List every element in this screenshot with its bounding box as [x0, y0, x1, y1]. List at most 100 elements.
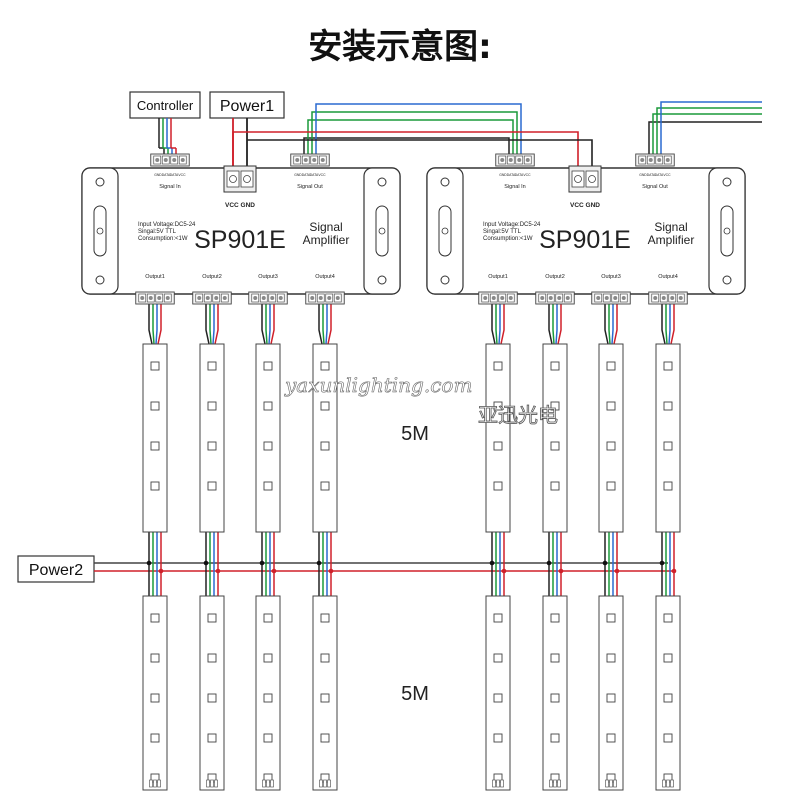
strip-length-top: 5M — [401, 423, 429, 445]
signal-out-wire — [652, 113, 762, 154]
daisy-chain-wire — [303, 137, 510, 154]
led-strip — [542, 595, 568, 791]
screw-hole-icon — [95, 177, 105, 187]
signal-out-connector — [635, 153, 675, 167]
led-chip-icon — [606, 441, 616, 451]
led-chip-icon — [493, 653, 503, 663]
spec-voltage: Input Voltage:DC5-24 — [138, 222, 196, 228]
spec-consumption: Consumption:<1W — [138, 236, 188, 242]
pin-label: GND — [154, 173, 162, 177]
screw-hole-icon — [377, 275, 387, 285]
led-strip — [142, 343, 168, 533]
output-connector-1 — [135, 291, 175, 305]
power2-box: Power2 — [17, 555, 95, 583]
junction-dot — [271, 568, 277, 574]
output-label-2: Output2 — [202, 274, 222, 280]
strip-end-pad — [492, 779, 496, 788]
strip-end-pad — [557, 779, 561, 788]
strip-end-pad — [153, 779, 157, 788]
vcc-gnd-label: VCC GND — [225, 202, 255, 209]
output-wire — [212, 304, 215, 345]
output-wire — [209, 304, 212, 345]
led-chip-icon — [207, 361, 217, 371]
output-wire — [318, 304, 323, 345]
amp-title-line1: Signal — [309, 220, 342, 234]
led-chip-icon — [663, 613, 673, 623]
pin-label: VCC — [318, 173, 326, 177]
output-connector-3 — [248, 291, 288, 305]
junction-dot — [671, 568, 677, 574]
strip-body — [142, 595, 168, 791]
strip-end-pad — [214, 779, 218, 788]
output-label-3: Output3 — [258, 274, 278, 280]
strip-body — [255, 343, 281, 533]
output-wire — [665, 304, 668, 345]
led-strip — [598, 343, 624, 533]
led-chip-icon — [150, 441, 160, 451]
strip-end-pad — [500, 779, 504, 788]
spec-voltage: Input Voltage:DC5-24 — [483, 222, 541, 228]
led-chip-icon — [606, 693, 616, 703]
output-label-4: Output4 — [315, 274, 335, 280]
strip-end-pad — [149, 779, 153, 788]
led-chip-icon — [263, 613, 273, 623]
junction-dot — [328, 568, 334, 574]
junction-dot — [146, 560, 152, 566]
led-chip-icon — [320, 613, 330, 623]
wires-layer — [94, 101, 762, 596]
strip-body — [655, 595, 681, 791]
junction-dot — [316, 560, 322, 566]
amp-title-line2: Amplifier — [303, 233, 350, 247]
output-connector-2 — [535, 291, 575, 305]
led-chip-icon — [150, 733, 160, 743]
led-strip — [598, 595, 624, 791]
led-chip-icon — [663, 733, 673, 743]
output-wire — [611, 304, 614, 345]
led-chip-icon — [493, 613, 503, 623]
spec-signal: Singal:5V TTL — [483, 229, 522, 235]
strip-end-pad — [210, 779, 214, 788]
led-chip-icon — [207, 693, 217, 703]
led-strip — [255, 343, 281, 533]
strip-body — [655, 343, 681, 533]
output-wire — [668, 304, 671, 345]
led-chip-icon — [493, 361, 503, 371]
led-chip-icon — [263, 441, 273, 451]
mounting-ear-left — [81, 167, 119, 295]
pin-label: VCC — [523, 173, 531, 177]
model-name: SP901E — [194, 226, 286, 254]
led-chip-icon — [263, 733, 273, 743]
output-wire — [498, 304, 501, 345]
strip-end-pad — [266, 779, 270, 788]
strip-end-pad — [206, 779, 210, 788]
led-chip-icon — [150, 401, 160, 411]
output-wire — [557, 304, 562, 345]
led-chip-icon — [663, 653, 673, 663]
screw-icon — [574, 175, 582, 183]
signal-out-label: Signal Out — [297, 184, 323, 190]
led-strip — [199, 595, 225, 791]
spec-signal: Singal:5V TTL — [138, 229, 177, 235]
led-chip-icon — [493, 733, 503, 743]
led-chip-icon — [550, 733, 560, 743]
led-strip — [542, 343, 568, 533]
screw-icon — [588, 175, 596, 183]
output-wire — [214, 304, 219, 345]
strip-body — [255, 595, 281, 791]
led-strips-layer — [142, 343, 681, 791]
signal-in-label: Signal In — [159, 184, 180, 190]
strip-body — [312, 343, 338, 533]
page-title: 安装示意图: — [308, 27, 492, 67]
strip-end-pad — [270, 779, 274, 788]
strip-end-pad — [666, 779, 670, 788]
junction-dot — [659, 560, 665, 566]
led-chip-icon — [263, 361, 273, 371]
led-chip-icon — [150, 361, 160, 371]
output-wire — [265, 304, 268, 345]
strip-end-pad — [319, 779, 323, 788]
led-chip-icon — [320, 481, 330, 491]
strip-body — [199, 595, 225, 791]
